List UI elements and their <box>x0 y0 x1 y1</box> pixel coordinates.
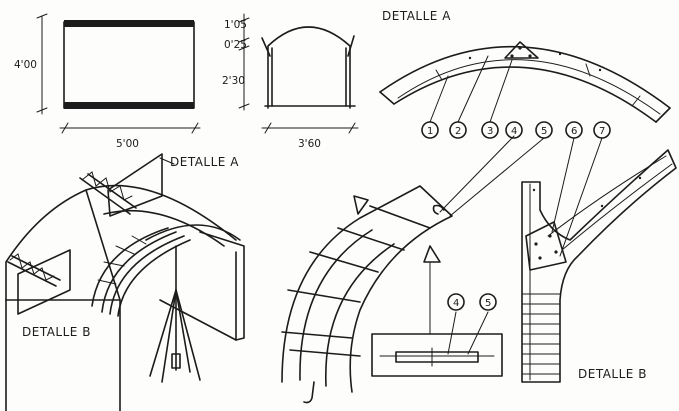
detail-a-ref: DETALLE A <box>170 155 239 169</box>
sub-callout-4: 4 <box>453 298 459 309</box>
detail-a-arch <box>379 41 671 123</box>
detail-b-title: DETALLE B <box>578 367 647 381</box>
callout-5: 5 <box>541 126 547 137</box>
dim-seg-mid: 0'25 <box>224 39 247 51</box>
sub-callout-5: 5 <box>485 298 491 309</box>
callout-3: 3 <box>487 126 493 137</box>
ribbed-arch-section <box>281 135 545 404</box>
dim-width-arch: 3'60 <box>298 138 321 150</box>
dim-width-plan: 5'00 <box>116 138 139 150</box>
callout-7: 7 <box>599 126 605 137</box>
detail-b-ref: DETALLE B <box>22 325 91 339</box>
dim-seg-bottom: 2'30 <box>222 75 245 87</box>
detail-a-title: DETALLE A <box>382 9 451 23</box>
isometric-vault <box>5 153 245 411</box>
callout-4: 4 <box>511 126 517 137</box>
callout-1: 1 <box>427 126 433 137</box>
callout-2: 2 <box>455 126 461 137</box>
arch-elevation <box>238 13 359 134</box>
plan-view <box>36 13 201 134</box>
dim-seg-top: 1'05 <box>224 19 247 31</box>
detail-b-column <box>521 137 677 383</box>
callout-6: 6 <box>571 126 577 137</box>
dim-height-total: 4'00 <box>14 59 37 71</box>
